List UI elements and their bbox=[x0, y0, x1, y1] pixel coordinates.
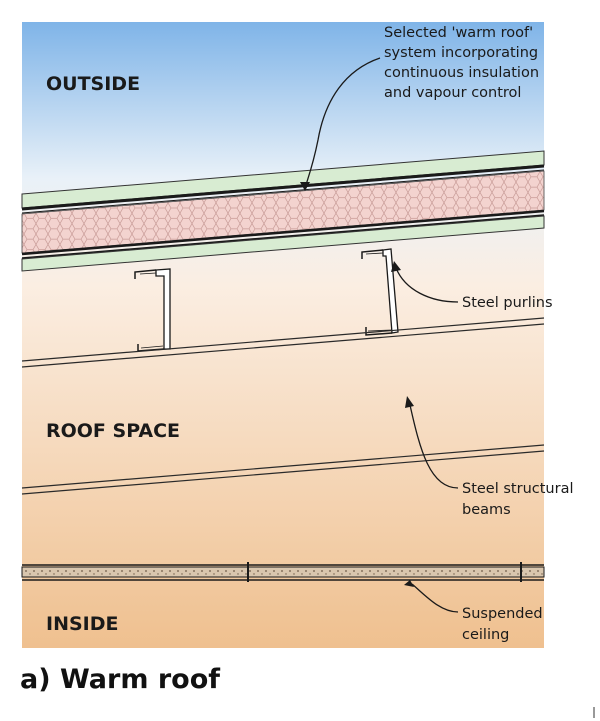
zone-label-outside: OUTSIDE bbox=[46, 73, 140, 95]
zone-label-inside: INSIDE bbox=[46, 613, 118, 635]
leader-arrow bbox=[300, 182, 310, 191]
leader-beams bbox=[409, 404, 459, 489]
callout-beams: Steel structural beams bbox=[462, 481, 578, 518]
callout-purlins: Steel purlins bbox=[462, 295, 553, 311]
callout-ceiling: Suspended ceiling bbox=[462, 606, 547, 643]
leader-warm-roof bbox=[304, 57, 381, 189]
figure-caption: a) Warm roof bbox=[20, 664, 221, 695]
insulation-layer bbox=[21, 170, 545, 254]
leader-purlins bbox=[395, 267, 459, 303]
background-panel bbox=[22, 22, 544, 648]
callout-warm-roof: Selected 'warm roof' system incorporatin… bbox=[384, 25, 544, 101]
steel-beam bbox=[21, 317, 545, 368]
roof-buildup bbox=[21, 150, 545, 272]
steel-beam bbox=[21, 444, 545, 495]
outer-membrane-layer bbox=[21, 150, 545, 209]
zone-label-roof-space: ROOF SPACE bbox=[46, 420, 180, 442]
leader-arrow bbox=[405, 396, 414, 408]
suspended-ceiling bbox=[21, 562, 545, 582]
deck-layer bbox=[21, 215, 545, 272]
leader-arrow bbox=[404, 580, 414, 587]
membrane-line bbox=[21, 169, 545, 214]
leader-ceiling bbox=[411, 583, 459, 613]
leader-arrow bbox=[391, 261, 401, 272]
vapour-control-line bbox=[21, 209, 545, 256]
membrane-line bbox=[21, 164, 545, 211]
steel-purlin bbox=[361, 248, 399, 336]
vapour-control-line bbox=[21, 214, 545, 259]
